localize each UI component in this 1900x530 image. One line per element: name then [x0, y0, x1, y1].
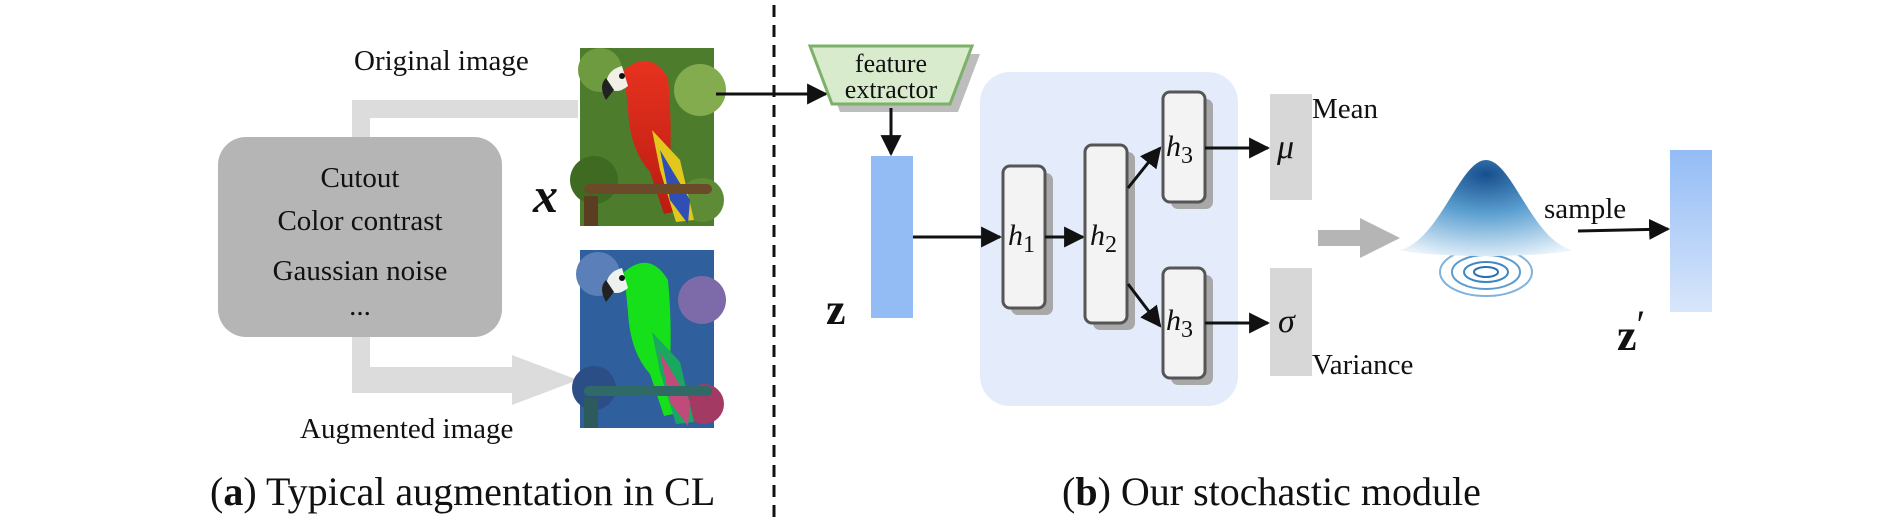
to-distribution-arrow — [1318, 218, 1400, 258]
sample-label: sample — [1544, 193, 1626, 225]
h2-to-h3-bottom-arrow — [1126, 283, 1162, 328]
augmentation-cutout: Cutout — [321, 162, 400, 194]
z-prime-symbol: z′ — [1617, 302, 1645, 360]
feature-extractor-label-line1: feature — [855, 49, 927, 78]
h3-bottom-label: h3 — [1166, 304, 1193, 343]
x-symbol: x — [532, 167, 558, 223]
augmentation-ellipsis: ... — [349, 290, 371, 322]
variance-label: Variance — [1312, 349, 1413, 381]
mu-symbol: μ — [1276, 129, 1294, 166]
original-parrot-image — [570, 48, 726, 226]
panel-b-caption: (b) Our stochastic module — [1062, 469, 1481, 514]
z-symbol: z — [826, 285, 846, 334]
panel-b: feature extractor z h1 h2 h3 h3 — [807, 44, 1712, 514]
mu-box — [1270, 94, 1312, 200]
sample-arrow — [1577, 218, 1671, 240]
original-connector — [352, 100, 578, 200]
h2-label: h2 — [1090, 219, 1117, 258]
panel-a-caption: (a) Typical augmentation in CL — [210, 469, 715, 514]
feature-extractor — [807, 44, 975, 106]
gaussian-distribution-icon — [1400, 160, 1572, 297]
original-image-label: Original image — [354, 45, 529, 77]
h3-top-label: h3 — [1166, 130, 1193, 169]
panel-a: Cutout Color contrast Gaussian noise ...… — [210, 45, 726, 514]
augmentation-gaussian-noise: Gaussian noise — [273, 255, 448, 287]
sigma-box — [1270, 268, 1312, 376]
z-vector — [871, 156, 913, 318]
augmentation-color-contrast: Color contrast — [277, 205, 442, 237]
h1-label: h1 — [1008, 219, 1035, 258]
h2-layer — [1083, 143, 1129, 325]
sigma-symbol: σ — [1278, 303, 1296, 340]
augmented-image-label: Augmented image — [300, 413, 513, 445]
feature-extractor-label-line2: extractor — [845, 75, 938, 104]
z-prime-vector — [1670, 150, 1712, 312]
mean-label: Mean — [1312, 93, 1379, 125]
h2-to-h3-top-arrow — [1126, 146, 1162, 189]
augmented-parrot-image — [572, 250, 726, 428]
augmented-arrow — [352, 320, 578, 405]
augmentation-box — [218, 137, 502, 337]
